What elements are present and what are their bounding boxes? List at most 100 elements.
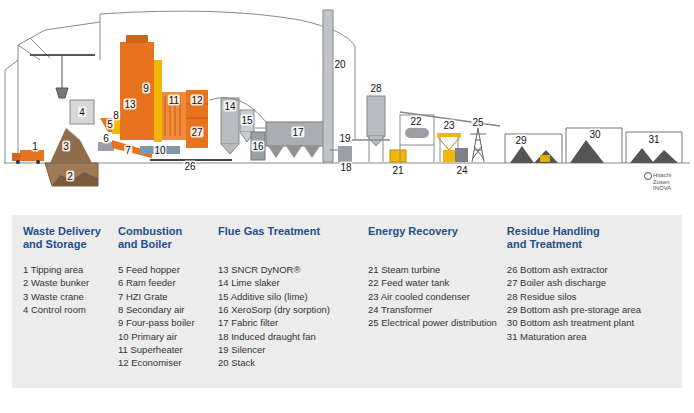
key-entry: 11 Superheater xyxy=(118,344,183,356)
delivery-truck xyxy=(36,160,40,164)
callout-number: 7 xyxy=(124,145,132,156)
feed-water-building xyxy=(400,115,434,145)
key-entry: 12 Economiser xyxy=(118,357,181,369)
callout-number: 1 xyxy=(31,141,39,152)
boiler xyxy=(120,42,154,140)
boiler xyxy=(120,35,162,142)
air-cooled-condenser xyxy=(437,133,461,137)
callout-number: 23 xyxy=(442,120,455,131)
stack xyxy=(323,10,333,162)
key-entry: 24 Transformer xyxy=(368,304,432,316)
fabric-filter xyxy=(210,98,330,158)
power-pylon xyxy=(470,128,486,162)
callout-number: 25 xyxy=(471,117,484,128)
callout-number: 12 xyxy=(190,95,203,106)
transformer xyxy=(455,148,468,162)
air-cooled-condenser xyxy=(437,136,461,150)
power-pylon xyxy=(470,128,486,162)
callout-number: 26 xyxy=(183,161,196,172)
key-entry: 13 SNCR DyNOR® xyxy=(218,264,301,276)
economiser xyxy=(186,104,208,118)
waste-crane xyxy=(56,88,68,98)
column-heading: Waste Delivery and Storage xyxy=(23,225,108,251)
key-entry: 28 Residue silos xyxy=(507,291,577,303)
superheater xyxy=(162,92,186,140)
delivery-truck xyxy=(20,150,44,161)
air-cooled-condenser xyxy=(443,150,455,162)
callout-number: 17 xyxy=(291,127,304,138)
callout-number: 2 xyxy=(66,171,74,182)
steam-turbine xyxy=(390,150,406,162)
key-entry: 5 Feed hopper xyxy=(118,264,180,276)
feed-water-building xyxy=(400,145,434,162)
additive-silo xyxy=(240,110,254,132)
key-entry: 6 Ram feeder xyxy=(118,277,176,289)
key-entry: 8 Secondary air xyxy=(118,304,185,316)
callout-number: 29 xyxy=(514,135,527,146)
logo-circle xyxy=(645,173,652,180)
callout-number: 20 xyxy=(333,59,346,70)
key-entry: 27 Boiler ash discharge xyxy=(507,277,606,289)
callout-number: 4 xyxy=(78,107,86,118)
callout-number: 31 xyxy=(647,134,660,145)
delivery-truck xyxy=(12,150,44,164)
delivery-truck xyxy=(16,160,20,164)
waste-crane xyxy=(30,55,95,98)
key-entry: 23 Air cooled condenser xyxy=(368,291,470,303)
key-entry: 19 Silencer xyxy=(218,344,266,356)
dry-sorption-reactor xyxy=(251,132,265,160)
key-entry: 25 Electrical power distribution xyxy=(368,317,497,329)
ash-piles xyxy=(630,148,678,163)
watermark: Hitachi Zosen INOVA xyxy=(653,172,687,192)
silencer-fan xyxy=(330,150,338,151)
fabric-filter xyxy=(266,122,330,146)
conveyor-belt xyxy=(352,112,500,140)
economiser xyxy=(186,90,208,148)
ash-piles xyxy=(510,146,558,163)
callout-number: 21 xyxy=(391,165,404,176)
key-entry: 1 Tipping area xyxy=(23,264,83,276)
lime-slaker xyxy=(221,144,239,154)
key-entry: 4 Control room xyxy=(23,304,86,316)
conveyor-belt xyxy=(352,112,500,140)
key-entry: 20 Stack xyxy=(218,357,255,369)
building-outline xyxy=(5,11,355,163)
key-entry: 21 Steam turbine xyxy=(368,264,440,276)
callout-number: 18 xyxy=(339,162,352,173)
callout-number: 11 xyxy=(168,95,180,106)
key-entry: 7 HZI Grate xyxy=(118,291,168,303)
waste-bunker xyxy=(45,163,98,186)
callout-number: 14 xyxy=(223,101,236,112)
residue-silo xyxy=(367,96,385,136)
delivery-truck xyxy=(12,153,21,161)
column-heading: Residue Handling and Treatment xyxy=(507,225,617,251)
control-room xyxy=(70,100,94,124)
key-entry: 9 Four-pass boiler xyxy=(118,317,195,329)
silencer-fan xyxy=(330,146,352,162)
logo-circle xyxy=(645,173,652,180)
column-heading: Flue Gas Treatment xyxy=(218,225,358,238)
callout-number: 3 xyxy=(62,141,70,152)
storage-sheds xyxy=(566,128,622,163)
residue-silo xyxy=(367,96,385,162)
building-outline xyxy=(5,38,50,163)
callout-number: 30 xyxy=(588,129,601,140)
callout-number: 10 xyxy=(153,145,166,156)
callout-number: 6 xyxy=(102,133,110,144)
key-entry: 17 Fabric filter xyxy=(218,317,278,329)
callout-number: 27 xyxy=(190,127,203,138)
economiser xyxy=(186,90,208,148)
callout-number: 13 xyxy=(123,99,136,110)
building-outline xyxy=(100,22,101,60)
key-entry: 22 Feed water tank xyxy=(368,277,449,289)
storage-sheds xyxy=(505,134,562,163)
lime-slaker xyxy=(221,98,239,154)
boiler xyxy=(126,35,148,43)
callout-number: 24 xyxy=(455,165,468,176)
waste-bunker xyxy=(45,163,98,186)
ash-piles xyxy=(540,155,550,162)
transformer xyxy=(455,148,468,162)
stack xyxy=(323,10,333,162)
superheater xyxy=(162,92,186,140)
control-room xyxy=(70,100,94,124)
